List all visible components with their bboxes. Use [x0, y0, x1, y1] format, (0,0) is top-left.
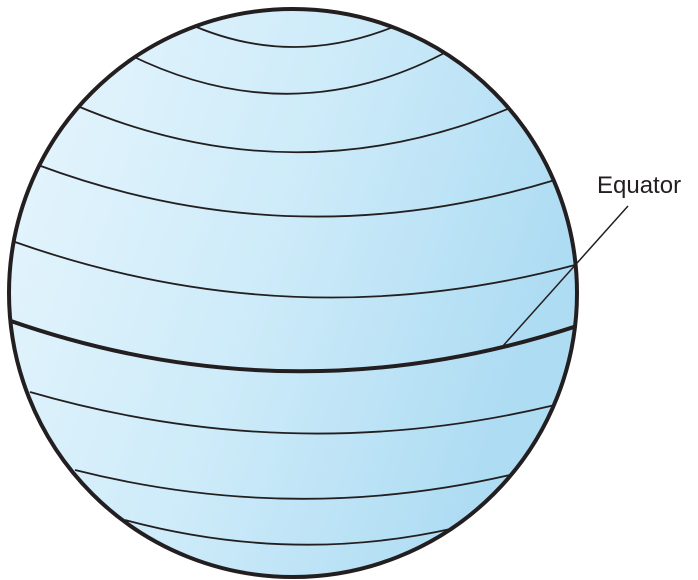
equator-label: Equator	[597, 174, 681, 198]
